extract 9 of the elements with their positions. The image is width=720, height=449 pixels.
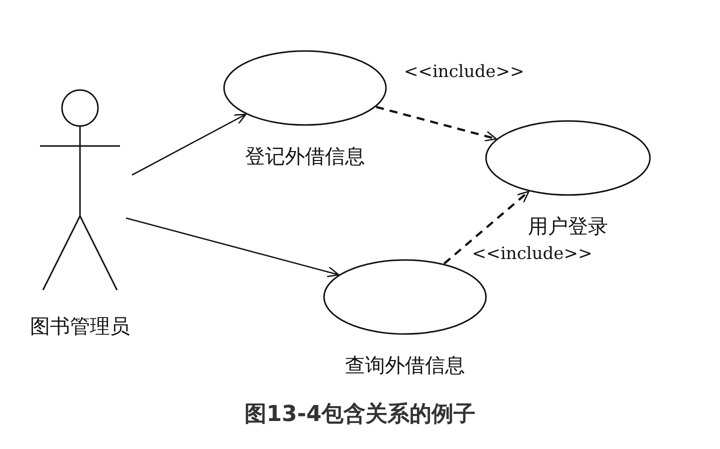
use-case-name: 登记外借信息 [245, 146, 365, 166]
actor-name: 图书管理员 [30, 316, 130, 336]
use-case-name: 用户登录 [528, 216, 608, 236]
arrow [132, 114, 246, 176]
arrow [376, 106, 497, 142]
arrow [443, 190, 530, 264]
use-case-name: 查询外借信息 [345, 355, 465, 375]
arrow [126, 217, 340, 278]
figure-caption: 图13-4包含关系的例子 [243, 401, 477, 429]
